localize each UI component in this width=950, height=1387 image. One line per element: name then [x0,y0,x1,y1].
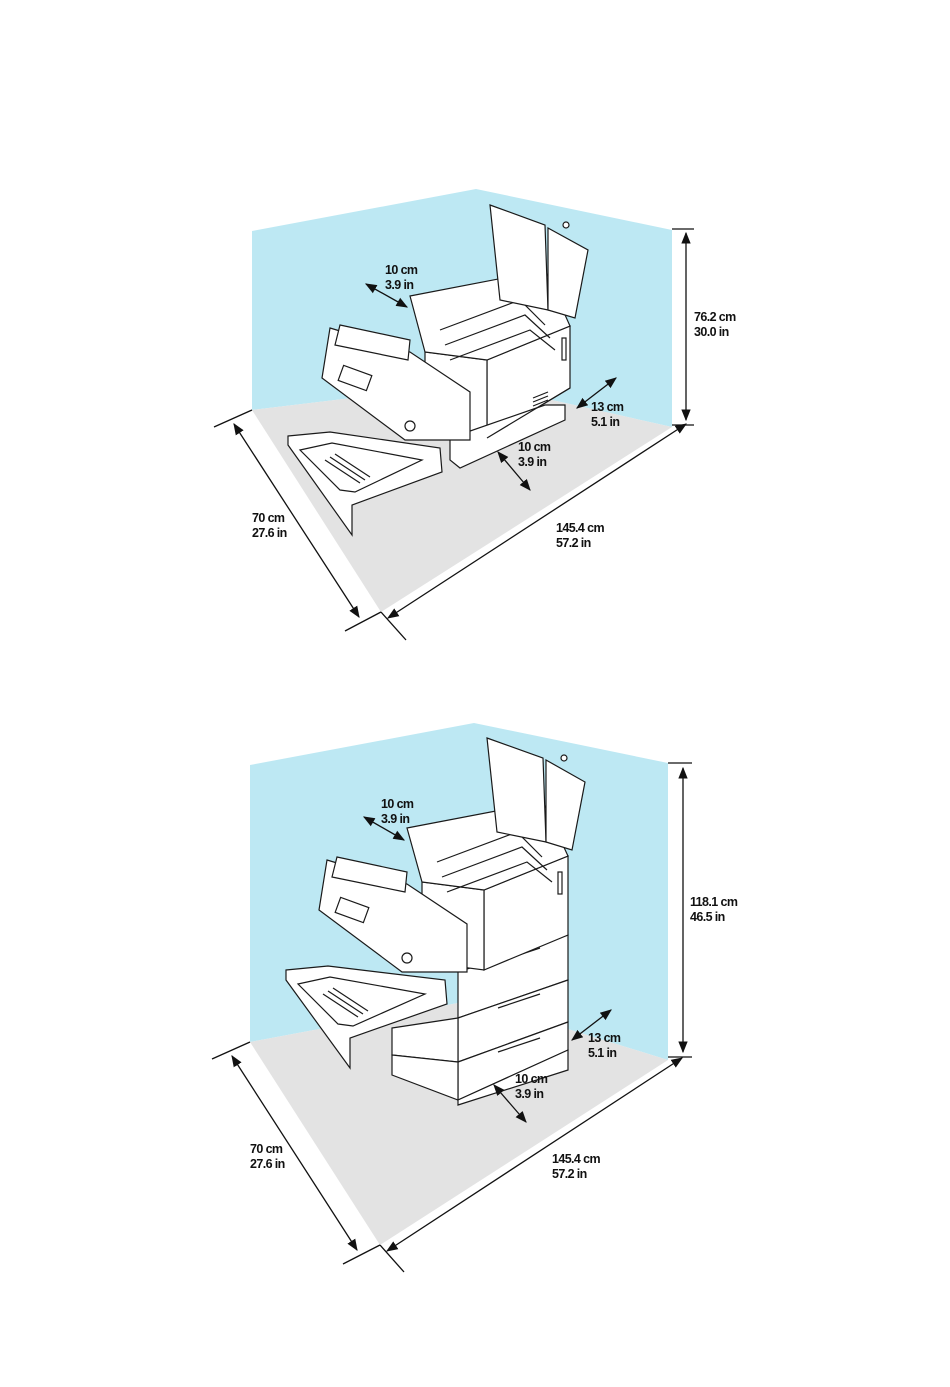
clearance-diagram-printer: 10 cm 3.9 in 76.2 cm 30.0 in 13 cm 5.1 i… [0,170,950,650]
rear-clearance-label: 10 cm 3.9 in [385,263,417,293]
width-cm: 145.4 cm [556,521,604,536]
rear-clearance-in: 3.9 in [385,278,417,293]
depth-cm: 70 cm [250,1142,285,1157]
right-clearance-label: 13 cm 5.1 in [588,1031,620,1061]
printer-feeders-room-illustration [0,705,950,1285]
right-clearance-cm: 13 cm [588,1031,620,1046]
rear-clearance-label: 10 cm 3.9 in [381,797,413,827]
depth-label: 70 cm 27.6 in [250,1142,285,1172]
rear-clearance-cm: 10 cm [381,797,413,812]
height-label: 118.1 cm 46.5 in [690,895,737,925]
width-in: 57.2 in [552,1167,600,1182]
rear-clearance-in: 3.9 in [381,812,413,827]
front-clearance-in: 3.9 in [515,1087,547,1102]
height-cm: 76.2 cm [694,310,736,325]
rear-clearance-cm: 10 cm [385,263,417,278]
width-label: 145.4 cm 57.2 in [552,1152,600,1182]
right-clearance-in: 5.1 in [591,415,623,430]
front-clearance-label: 10 cm 3.9 in [515,1072,547,1102]
clearance-diagram-printer-with-feeders: 10 cm 3.9 in 118.1 cm 46.5 in 13 cm 5.1 … [0,705,950,1285]
width-in: 57.2 in [556,536,604,551]
right-clearance-in: 5.1 in [588,1046,620,1061]
printer-room-illustration [0,170,950,650]
width-cm: 145.4 cm [552,1152,600,1167]
height-in: 30.0 in [694,325,736,340]
front-clearance-cm: 10 cm [515,1072,547,1087]
height-label: 76.2 cm 30.0 in [694,310,736,340]
right-clearance-cm: 13 cm [591,400,623,415]
depth-in: 27.6 in [250,1157,285,1172]
height-in: 46.5 in [690,910,737,925]
height-cm: 118.1 cm [690,895,737,910]
right-clearance-label: 13 cm 5.1 in [591,400,623,430]
depth-cm: 70 cm [252,511,287,526]
width-label: 145.4 cm 57.2 in [556,521,604,551]
front-clearance-label: 10 cm 3.9 in [518,440,550,470]
front-clearance-cm: 10 cm [518,440,550,455]
depth-in: 27.6 in [252,526,287,541]
front-clearance-in: 3.9 in [518,455,550,470]
depth-label: 70 cm 27.6 in [252,511,287,541]
